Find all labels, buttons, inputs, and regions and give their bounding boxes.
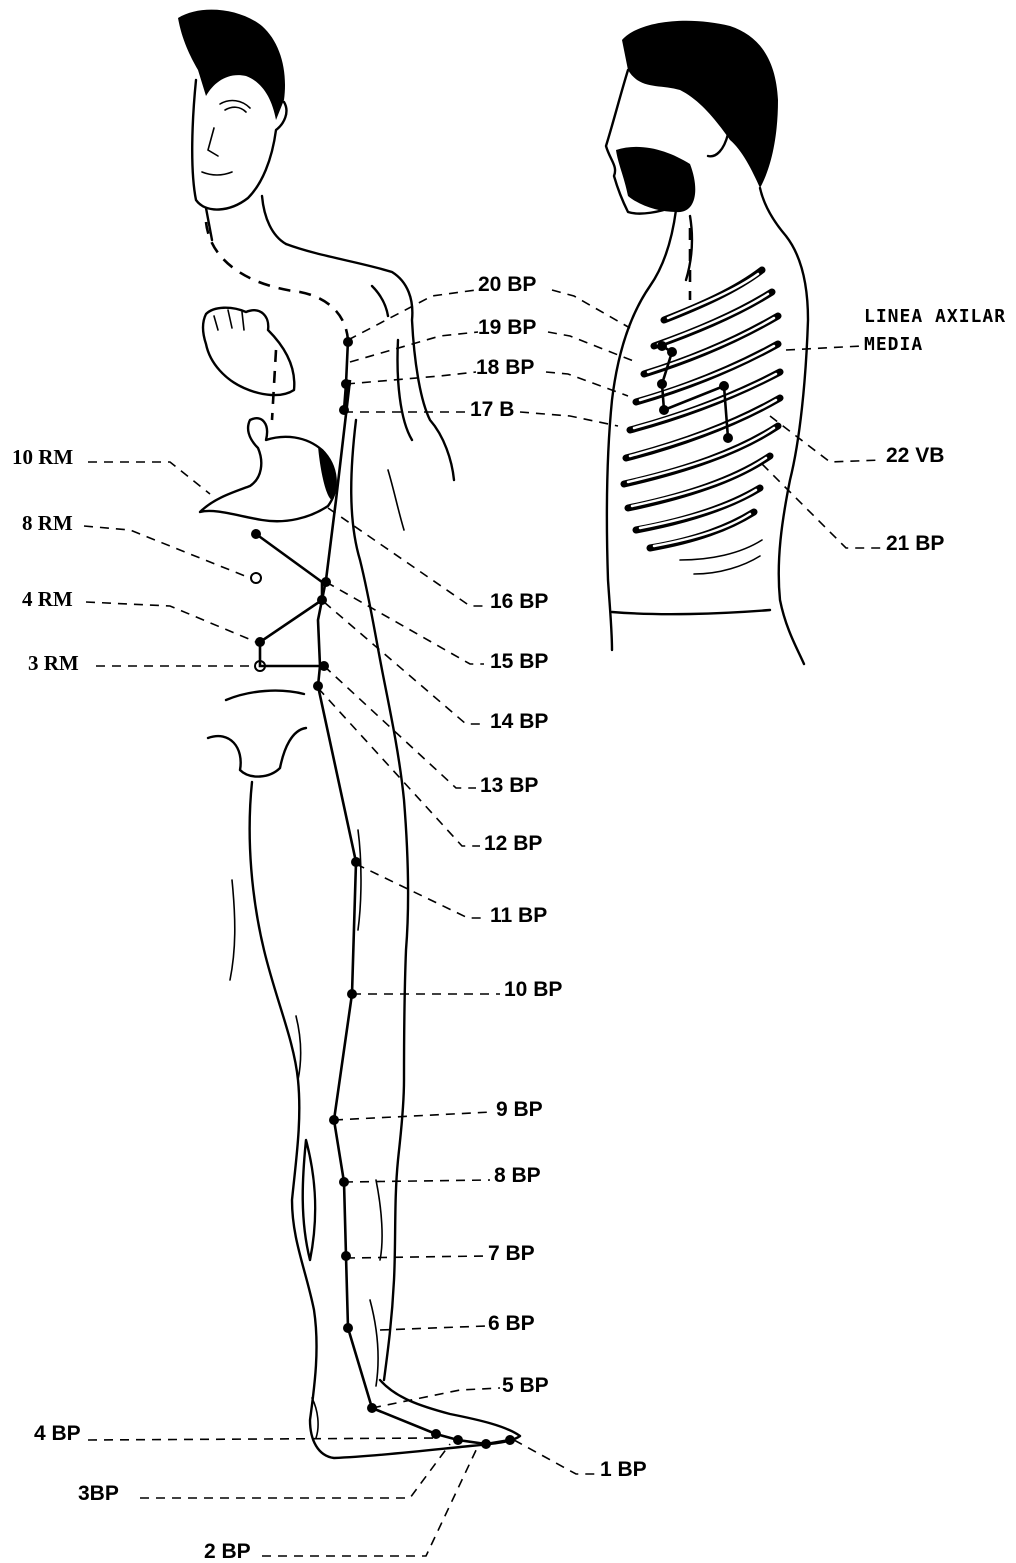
label-4-bp: 4 BP xyxy=(34,1422,81,1445)
conception-meridian xyxy=(256,534,322,666)
label-17-b: 17 B xyxy=(470,398,514,421)
label-1-bp: 1 BP xyxy=(600,1458,647,1481)
label-13-bp: 13 BP xyxy=(480,774,538,797)
label-22-vb: 22 VB xyxy=(886,444,944,467)
label-15-bp: 15 BP xyxy=(490,650,548,673)
label-7-bp: 7 BP xyxy=(488,1242,535,1265)
label-media: MEDIA xyxy=(864,334,923,355)
label-12-bp: 12 BP xyxy=(484,832,542,855)
label-5-bp: 5 BP xyxy=(502,1374,549,1397)
label-11-bp: 11 BP xyxy=(490,904,547,927)
side-figure xyxy=(606,21,808,664)
stomach-organ xyxy=(200,418,336,521)
label-19-bp: 19 BP xyxy=(478,316,536,339)
label-10-bp: 10 BP xyxy=(504,978,562,1001)
label-linea-axilar: LINEA AXILAR xyxy=(864,306,1006,327)
point-labels: 20 BP 19 BP 18 BP 17 B 16 BP 15 BP 14 BP… xyxy=(12,273,1006,1563)
label-16-bp: 16 BP xyxy=(490,590,548,613)
meridian-points xyxy=(251,337,515,1449)
label-2-bp: 2 BP xyxy=(204,1540,251,1563)
label-14-bp: 14 BP xyxy=(490,710,548,733)
ribcage xyxy=(624,270,780,574)
label-20-bp: 20 BP xyxy=(478,273,536,296)
label-3-rm: 3 RM xyxy=(28,651,79,675)
leader-lines xyxy=(84,290,882,1556)
label-4-rm: 4 RM xyxy=(22,587,73,611)
label-8-rm: 8 RM xyxy=(22,511,73,535)
label-21-bp: 21 BP xyxy=(886,532,944,555)
label-9-bp: 9 BP xyxy=(496,1098,543,1121)
front-torso-outline xyxy=(286,244,454,480)
label-10-rm: 10 RM xyxy=(12,445,73,469)
heart-organ xyxy=(203,308,294,395)
label-18-bp: 18 BP xyxy=(476,356,534,379)
front-figure xyxy=(178,10,520,1458)
front-leg-outline xyxy=(250,782,520,1458)
label-8-bp: 8 BP xyxy=(494,1164,541,1187)
label-6-bp: 6 BP xyxy=(488,1312,535,1335)
label-3-bp: 3BP xyxy=(78,1482,119,1505)
